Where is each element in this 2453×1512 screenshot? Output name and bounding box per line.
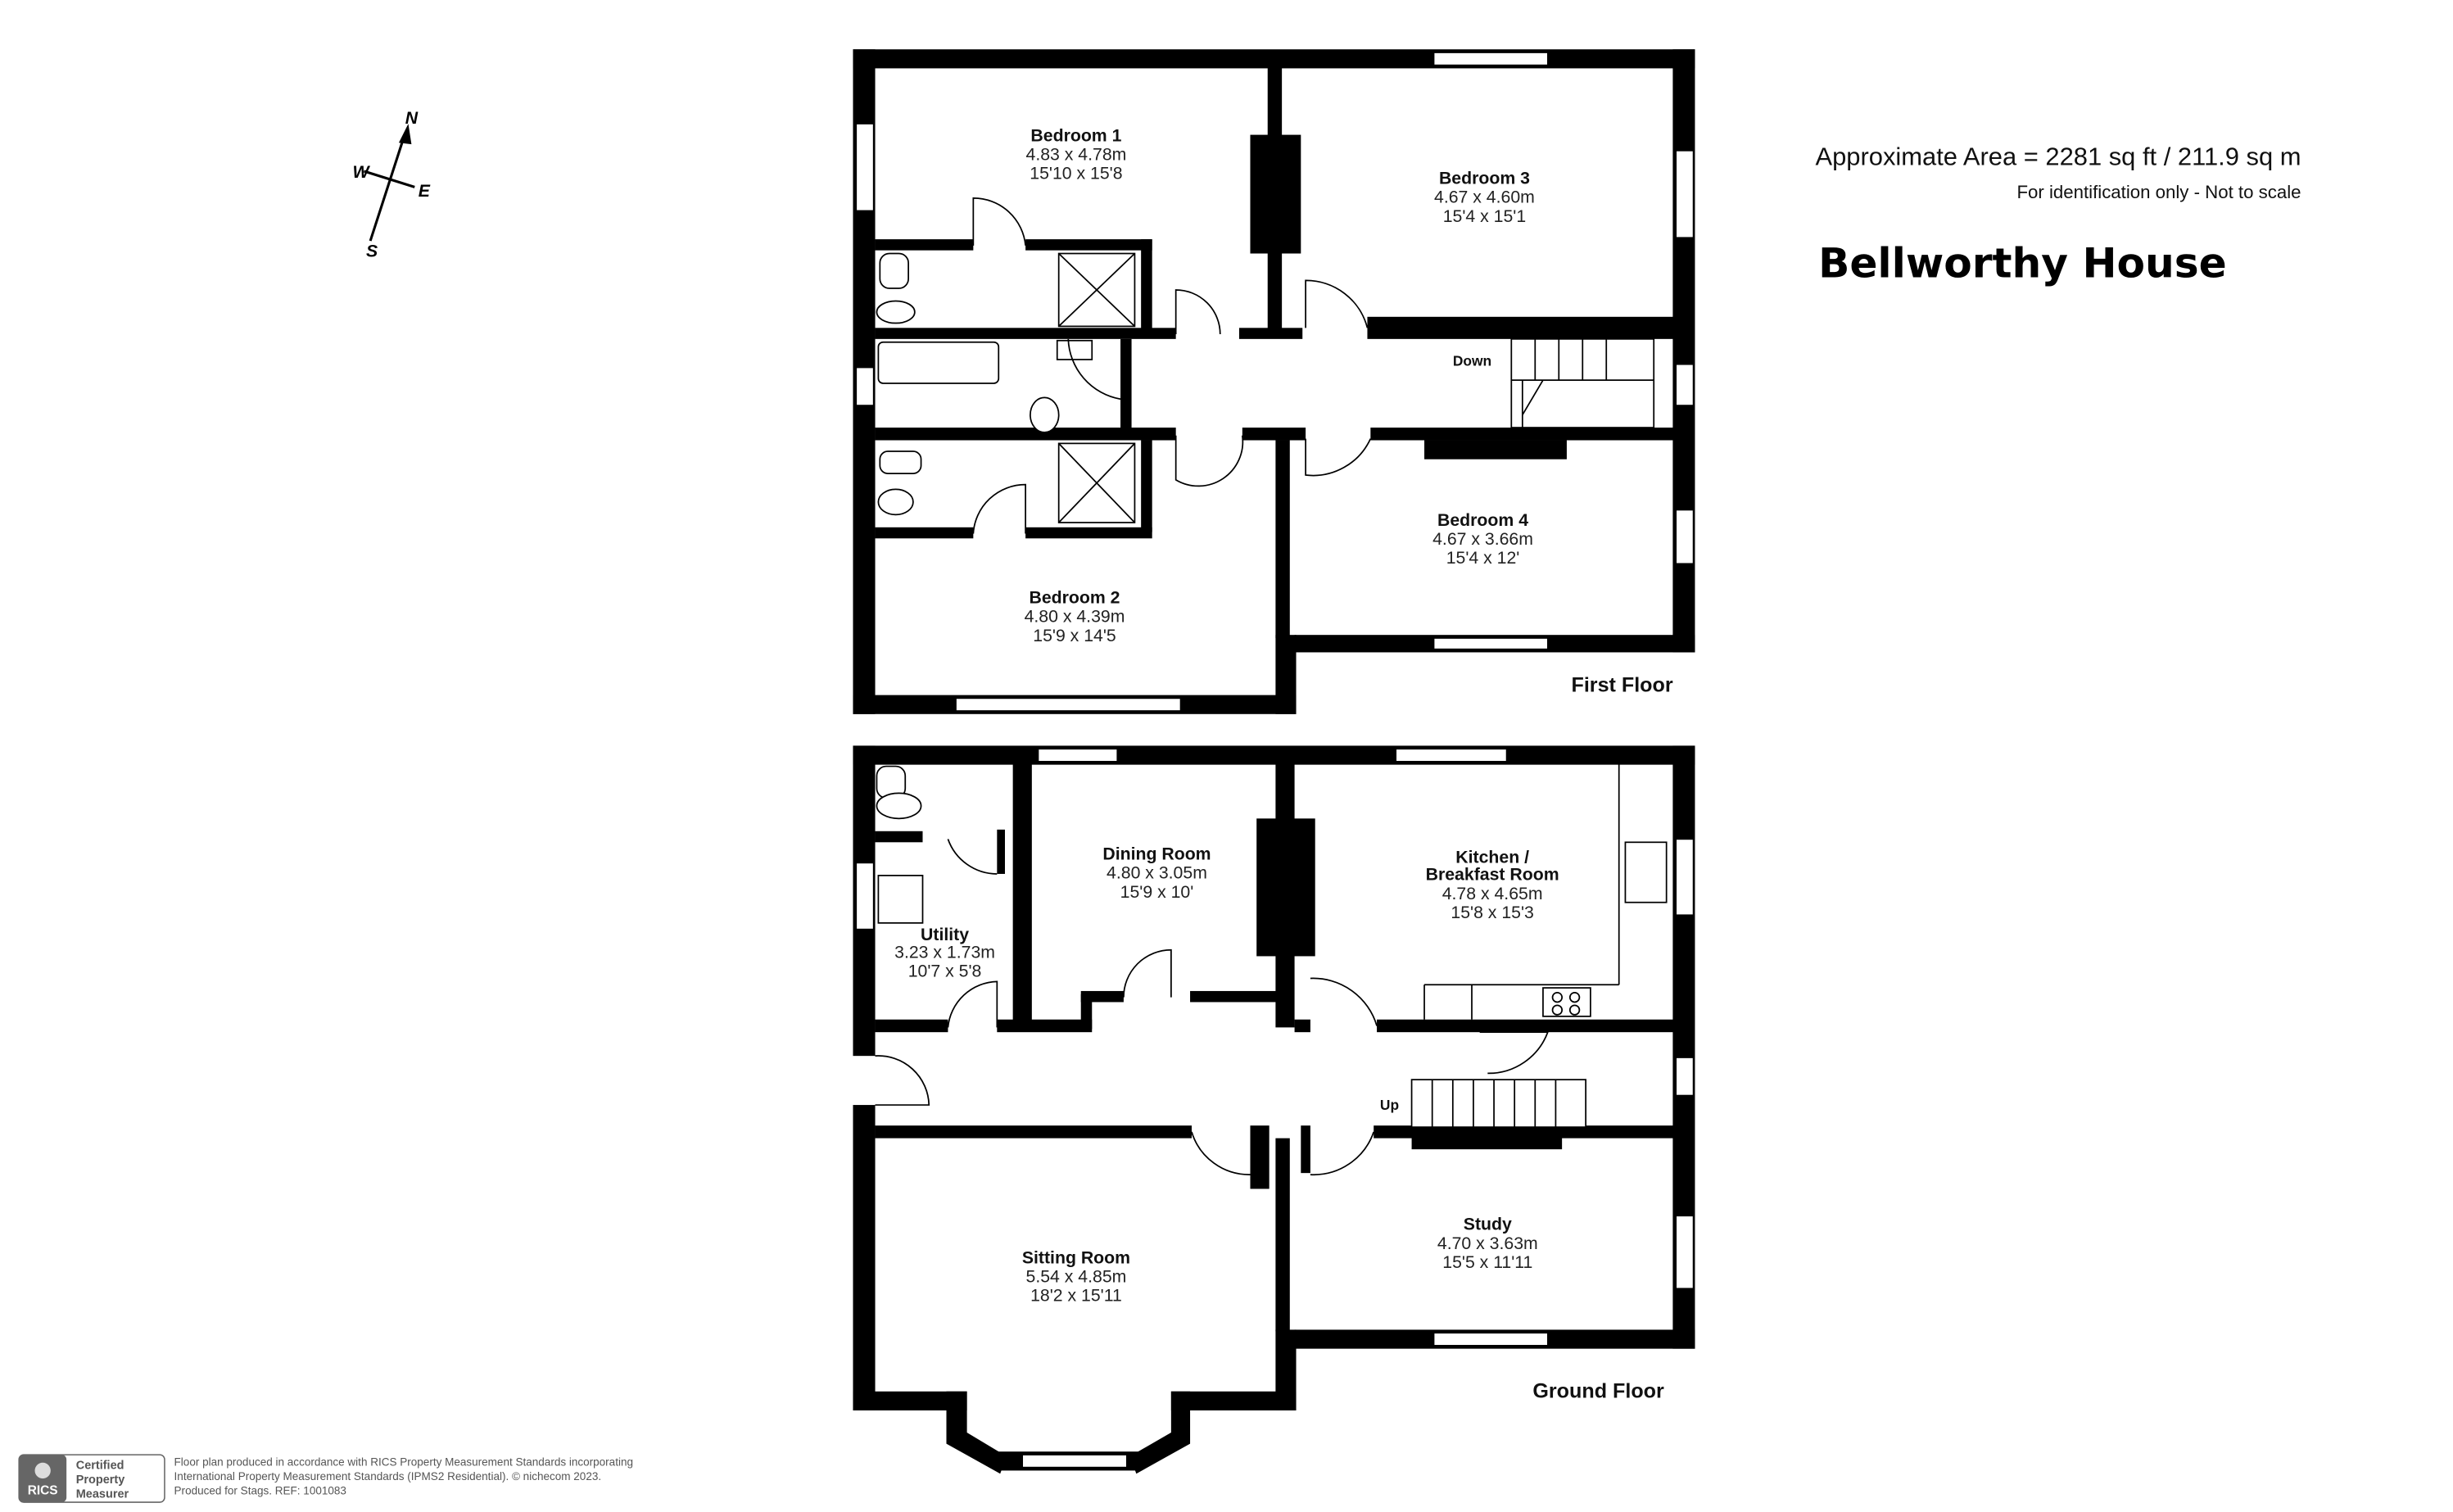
svg-text:Certified: Certified bbox=[76, 1459, 124, 1472]
svg-text:4.80 x 4.39m: 4.80 x 4.39m bbox=[1025, 607, 1125, 627]
compass-e: E bbox=[419, 181, 431, 201]
svg-text:Bedroom 3: Bedroom 3 bbox=[1439, 168, 1530, 188]
svg-text:Sitting Room: Sitting Room bbox=[1022, 1247, 1130, 1267]
compass-s: S bbox=[366, 241, 378, 260]
disclaimer: For identification only - Not to scale bbox=[2016, 182, 2301, 202]
svg-text:10'7 x 5'8: 10'7 x 5'8 bbox=[908, 962, 982, 981]
svg-text:4.67 x 3.66m: 4.67 x 3.66m bbox=[1432, 529, 1533, 549]
room-utility: Utility 3.23 x 1.73m 10'7 x 5'8 bbox=[894, 925, 995, 980]
svg-text:18'2 x 15'11: 18'2 x 15'11 bbox=[1030, 1286, 1122, 1306]
svg-text:RICS: RICS bbox=[28, 1483, 58, 1497]
room-dining-room: Dining Room 4.80 x 3.05m 15'9 x 10' bbox=[1102, 844, 1211, 902]
svg-text:4.80 x 3.05m: 4.80 x 3.05m bbox=[1107, 863, 1207, 883]
compass-n: N bbox=[405, 108, 419, 128]
footer-line-3: Produced for Stags. REF: 1001083 bbox=[174, 1484, 346, 1496]
footer-line-2: International Property Measurement Stand… bbox=[174, 1470, 602, 1483]
stairs-up-label: Up bbox=[1380, 1097, 1399, 1113]
compass-w: W bbox=[353, 162, 371, 182]
stairs-down-label: Down bbox=[1453, 353, 1491, 369]
svg-text:3.23 x 1.73m: 3.23 x 1.73m bbox=[894, 942, 995, 962]
first-floor-plan: Down Bedroom 1 4.83 x 4.78m 15'10 x 15'8… bbox=[853, 49, 1695, 714]
svg-text:Kitchen /: Kitchen / bbox=[1455, 847, 1529, 867]
svg-text:15'8 x 15'3: 15'8 x 15'3 bbox=[1451, 903, 1533, 922]
stairs-down bbox=[1510, 337, 1655, 428]
svg-text:Property: Property bbox=[76, 1474, 125, 1487]
svg-text:4.67 x 4.60m: 4.67 x 4.60m bbox=[1434, 188, 1535, 207]
svg-text:15'4 x 15'1: 15'4 x 15'1 bbox=[1443, 206, 1526, 226]
approximate-area: Approximate Area = 2281 sq ft / 211.9 sq… bbox=[1816, 142, 2301, 170]
compass-icon: N W E S bbox=[353, 108, 431, 260]
svg-text:4.70 x 3.63m: 4.70 x 3.63m bbox=[1437, 1234, 1538, 1253]
svg-text:Measurer: Measurer bbox=[76, 1487, 129, 1501]
svg-text:5.54 x 4.85m: 5.54 x 4.85m bbox=[1026, 1266, 1127, 1286]
svg-text:4.78 x 4.65m: 4.78 x 4.65m bbox=[1442, 884, 1543, 903]
room-bedroom-2: Bedroom 2 4.80 x 4.39m 15'9 x 14'5 bbox=[1025, 588, 1125, 645]
room-bedroom-1: Bedroom 1 4.83 x 4.78m 15'10 x 15'8 bbox=[1026, 125, 1127, 183]
svg-text:15'9 x 10': 15'9 x 10' bbox=[1120, 882, 1194, 902]
svg-text:Bedroom 2: Bedroom 2 bbox=[1030, 588, 1120, 608]
svg-text:Bedroom 1: Bedroom 1 bbox=[1030, 125, 1121, 145]
svg-text:15'9 x 14'5: 15'9 x 14'5 bbox=[1033, 626, 1116, 645]
svg-text:Breakfast Room: Breakfast Room bbox=[1426, 865, 1559, 885]
room-kitchen-breakfast: Kitchen / Breakfast Room 4.78 x 4.65m 15… bbox=[1426, 847, 1559, 922]
rics-badge: RICS Certified Property Measurer bbox=[18, 1454, 165, 1503]
svg-text:15'5 x 11'11: 15'5 x 11'11 bbox=[1442, 1252, 1532, 1272]
ground-floor-label: Ground Floor bbox=[1532, 1380, 1664, 1403]
ground-floor-plan: Up Dining Room 4.80 x 3.05m 15'9 x 10' K… bbox=[853, 745, 1695, 1474]
footer-line-1: Floor plan produced in accordance with R… bbox=[174, 1456, 633, 1469]
room-bedroom-4: Bedroom 4 4.67 x 3.66m 15'4 x 12' bbox=[1432, 510, 1533, 568]
svg-text:Bedroom 4: Bedroom 4 bbox=[1437, 510, 1528, 530]
stairs-up bbox=[1410, 1079, 1586, 1128]
svg-text:15'10 x 15'8: 15'10 x 15'8 bbox=[1030, 164, 1122, 183]
svg-text:Utility: Utility bbox=[921, 925, 969, 944]
room-study: Study 4.70 x 3.63m 15'5 x 11'11 bbox=[1437, 1215, 1538, 1272]
svg-text:4.83 x 4.78m: 4.83 x 4.78m bbox=[1026, 145, 1127, 165]
property-title: Bellworthy House bbox=[1818, 238, 2227, 287]
first-floor-label: First Floor bbox=[1571, 674, 1672, 697]
svg-text:15'4 x 12': 15'4 x 12' bbox=[1446, 548, 1520, 568]
svg-text:Dining Room: Dining Room bbox=[1102, 844, 1211, 864]
room-sitting-room: Sitting Room 5.54 x 4.85m 18'2 x 15'11 bbox=[1022, 1247, 1130, 1305]
svg-text:Study: Study bbox=[1464, 1215, 1512, 1234]
room-bedroom-3: Bedroom 3 4.67 x 4.60m 15'4 x 15'1 bbox=[1434, 168, 1535, 225]
